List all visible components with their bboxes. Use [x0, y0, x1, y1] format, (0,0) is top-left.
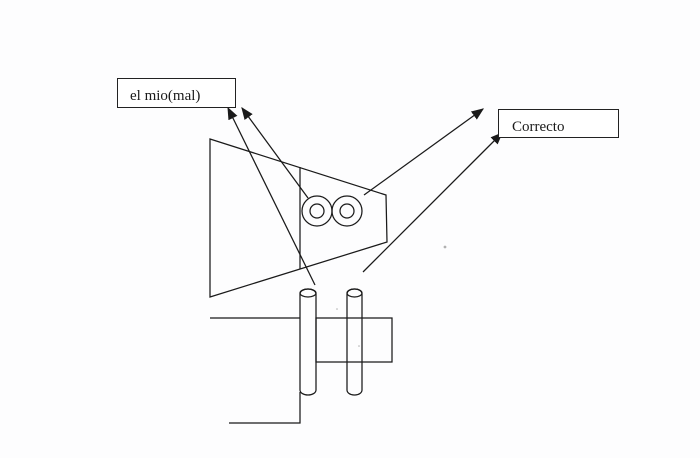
left-vertical-pin-top [299, 288, 317, 298]
correct-label-arrow-from-pin [362, 132, 503, 273]
shaft-block [315, 317, 393, 363]
right-roller-outer-circle [331, 195, 363, 227]
left-vertical-pin [299, 288, 317, 396]
left-roller-inner-circle [309, 203, 325, 219]
scan-speck [336, 308, 338, 310]
right-vertical-pin [346, 288, 363, 396]
truncated-cone-outline [209, 138, 388, 298]
wrong-label-arrow-from-roller [241, 106, 309, 199]
wrong-label-box: el mio(mal) [117, 78, 236, 108]
scan-speck [443, 245, 447, 249]
correct-label-box: Correcto [498, 109, 619, 138]
right-vertical-pin-top [346, 288, 363, 298]
scan-speck [358, 345, 360, 347]
left-roller-outer-circle [301, 195, 333, 227]
correct-label-arrow-from-cone [363, 108, 485, 196]
right-roller-inner-circle [339, 203, 355, 219]
wrong-label-arrow-from-pin [227, 106, 316, 286]
lower-support-line [229, 392, 301, 424]
